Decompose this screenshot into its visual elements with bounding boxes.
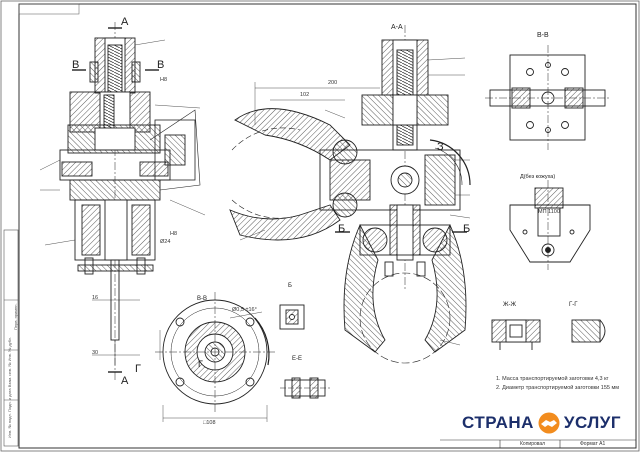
left-section-view (39, 22, 206, 380)
side-strip (3, 229, 19, 447)
note-1: 1. Масса транспортируемой заготовки 4,3 … (496, 376, 609, 382)
section-mark-b-right: Б (463, 223, 471, 235)
watermark-logo: СТРАНА УСЛУГ (462, 410, 630, 436)
section-mark-b-left: Б (338, 223, 346, 235)
watermark-text-left: СТРАНА (462, 413, 534, 432)
section-mark-v-right: В (157, 59, 165, 71)
part-label-mp: МП 1100 (538, 209, 560, 215)
zhzh-title: Ж-Ж (503, 302, 517, 308)
dim-108: □108 (203, 420, 216, 426)
detail-d-view (509, 180, 591, 270)
section-mark-g: Г (135, 363, 141, 375)
gg-title: Г-Г (569, 302, 578, 308)
flange-mark-g: Г (198, 359, 203, 369)
dim-h8-top: H8 (160, 77, 168, 83)
watermark-text-right: УСЛУГ (563, 413, 621, 432)
gg-view (571, 319, 606, 343)
side-strip-text: Инв. № подл. Подп. и дата Взам. инв. № И… (2, 230, 18, 440)
flange-title: В-В (197, 296, 208, 302)
flange-view-vv (155, 292, 275, 422)
dim-d24: Ø24 (160, 239, 171, 245)
title-block-copied: Копировал (520, 441, 546, 447)
dim-h8-bottom: H8 (170, 231, 178, 237)
dim-200: 200 (328, 80, 338, 86)
zhzh-view (491, 319, 541, 350)
dim-angle: Ø0,5 ±16° (232, 307, 257, 313)
small-view-title: Б (288, 283, 292, 289)
ee-title: Е-Е (292, 356, 303, 362)
dim-102: 102 (300, 92, 310, 98)
title-block (440, 439, 636, 448)
note-2: 2. Диаметр транспортируемой заготовки 15… (496, 385, 620, 391)
inner-frame (18, 3, 637, 449)
title-block-format: Формат А1 (580, 441, 606, 447)
side-strip-label-1: Инв. № подл. Подп. и дата Взам. инв. № И… (7, 336, 12, 438)
handshake-icon (538, 412, 560, 434)
section-mark-a-bottom: А (121, 375, 129, 387)
corner-stamp (18, 3, 80, 15)
gripper-section-aa (229, 25, 471, 364)
top-right-view (485, 45, 610, 150)
section-title-aa: А-А (391, 24, 403, 31)
small-view-v (279, 304, 305, 330)
section-title-vv-right: В-В (537, 32, 549, 39)
section-mark-z: З (437, 141, 444, 153)
dim-16: 16 (92, 295, 99, 301)
dim-30: 30 (92, 350, 99, 356)
section-mark-v-left: В (72, 59, 80, 71)
detail-d-title: Д(без кожуха) (520, 174, 556, 180)
section-mark-a-top: А (121, 16, 129, 28)
side-strip-label-2: Перв. примен. (13, 303, 18, 330)
ee-view (280, 377, 330, 399)
